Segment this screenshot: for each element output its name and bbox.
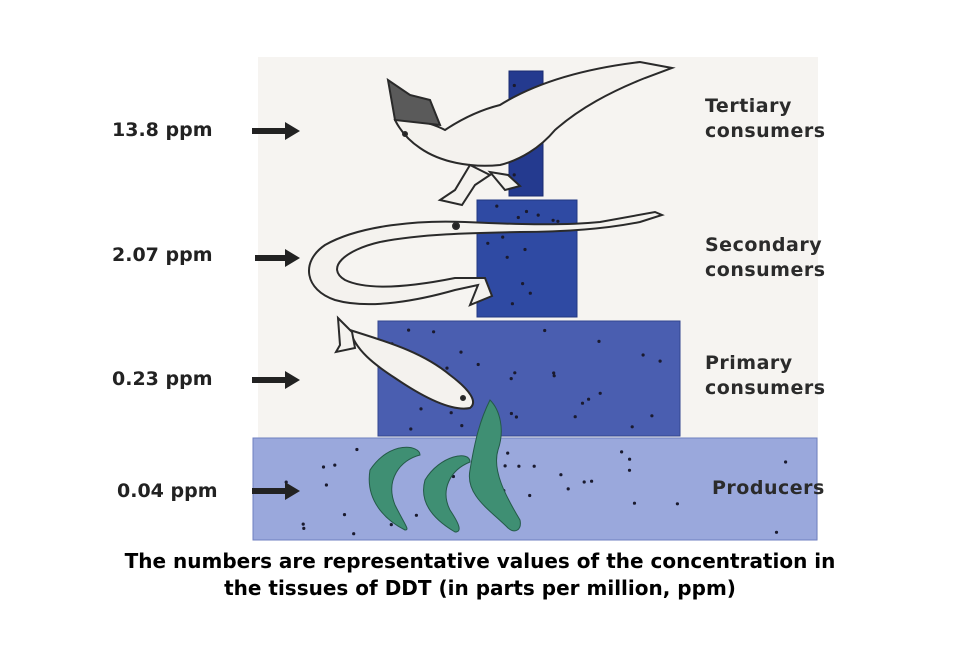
ddt-dot xyxy=(302,523,305,526)
ddt-dot xyxy=(333,464,336,467)
ddt-dot xyxy=(521,282,524,285)
level-label-line1: Primary xyxy=(705,351,826,376)
ddt-dot xyxy=(517,216,520,219)
ddt-dot xyxy=(556,220,559,223)
ddt-dot xyxy=(506,452,509,455)
ddt-dot xyxy=(459,351,462,354)
ddt-dot xyxy=(631,425,634,428)
ddt-dot xyxy=(567,487,570,490)
level-label-line2: consumers xyxy=(705,376,826,401)
ddt-dot xyxy=(628,458,631,461)
ddt-dot xyxy=(513,84,516,87)
ddt-dot xyxy=(642,353,645,356)
ddt-dot xyxy=(486,242,489,245)
ddt-dot xyxy=(775,531,778,534)
ddt-dot xyxy=(552,219,555,222)
ddt-dot xyxy=(504,464,507,467)
ddt-dot xyxy=(537,214,540,217)
ddt-dot xyxy=(302,527,305,530)
ddt-dot xyxy=(599,392,602,395)
ddt-dot xyxy=(407,329,410,332)
level-label-line1: Secondary xyxy=(705,233,826,258)
ddt-dot xyxy=(543,329,546,332)
ddt-dot xyxy=(495,205,498,208)
ppm-label-secondary: 2.07 ppm xyxy=(112,244,213,266)
ddt-dot xyxy=(597,340,600,343)
ddt-dot xyxy=(633,502,636,505)
ddt-dot xyxy=(590,480,593,483)
ddt-dot xyxy=(419,407,422,410)
ddt-dot xyxy=(513,371,516,374)
ddt-dot xyxy=(501,236,504,239)
caption-line2: the tissues of DDT (in parts per million… xyxy=(40,575,920,602)
caption: The numbers are representative values of… xyxy=(40,548,920,602)
ddt-dot xyxy=(322,465,325,468)
level-label-line2: consumers xyxy=(705,258,826,283)
ddt-dot xyxy=(343,513,346,516)
ddt-dot xyxy=(628,469,631,472)
level-label-primary: Primary consumers xyxy=(705,351,826,401)
ddt-dot xyxy=(529,292,532,295)
ddt-dot xyxy=(581,402,584,405)
level-label-line2: consumers xyxy=(705,119,826,144)
level-label-line1: Producers xyxy=(712,476,825,501)
level-label-tertiary: Tertiary consumers xyxy=(705,94,826,144)
ddt-dot xyxy=(533,465,536,468)
ppm-label-producers: 0.04 ppm xyxy=(117,480,218,502)
ddt-dot xyxy=(528,494,531,497)
level-label-line1: Tertiary xyxy=(705,94,826,119)
ddt-dot xyxy=(676,502,679,505)
ddt-dot xyxy=(450,411,453,414)
ddt-dot xyxy=(523,248,526,251)
ddt-dot xyxy=(517,465,520,468)
ppm-label-primary: 0.23 ppm xyxy=(112,368,213,390)
ddt-dot xyxy=(515,415,518,418)
caption-line1: The numbers are representative values of… xyxy=(40,548,920,575)
ddt-dot xyxy=(510,412,513,415)
ddt-dot xyxy=(513,173,516,176)
ddt-dot xyxy=(409,427,412,430)
ddt-dot xyxy=(784,460,787,463)
ddt-dot xyxy=(559,473,562,476)
ddt-dot xyxy=(552,371,555,374)
ddt-dot xyxy=(620,450,623,453)
ddt-dot xyxy=(460,424,463,427)
ddt-dot xyxy=(553,374,556,377)
ddt-dot xyxy=(574,415,577,418)
level-label-secondary: Secondary consumers xyxy=(705,233,826,283)
ddt-dot xyxy=(445,367,448,370)
ddt-dot xyxy=(587,398,590,401)
secondary-consumers-block xyxy=(477,200,577,317)
ddt-dot xyxy=(511,302,514,305)
ddt-dot xyxy=(352,532,355,535)
ddt-dot xyxy=(525,210,528,213)
ddt-dot xyxy=(650,414,653,417)
ddt-dot xyxy=(583,480,586,483)
ddt-dot xyxy=(415,514,418,517)
ddt-dot xyxy=(325,483,328,486)
ddt-dot xyxy=(477,363,480,366)
ddt-dot xyxy=(506,256,509,259)
ddt-dot xyxy=(390,523,393,526)
ddt-dot xyxy=(659,360,662,363)
level-label-producers: Producers xyxy=(712,476,825,501)
ddt-dot xyxy=(432,330,435,333)
ddt-dot xyxy=(510,377,513,380)
ddt-dot xyxy=(355,448,358,451)
ppm-label-tertiary: 13.8 ppm xyxy=(112,119,213,141)
